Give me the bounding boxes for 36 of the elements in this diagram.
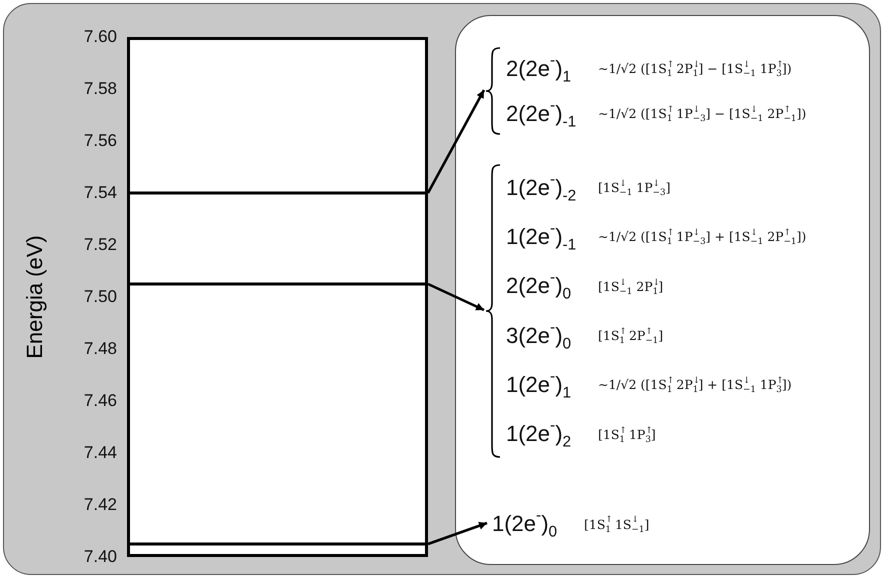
energy-level-line [127, 192, 428, 194]
wavefunction-expression: ~1/√2 ([1S$^{↑}$$_{1}$ 1P$^{↓}$$_{−3}$] + [1S$^{↓}$$_{−1}$ 2P$^{↑}$$_{−1}$]) [598, 229, 808, 244]
tick-label: 7.54 [84, 183, 117, 203]
wavefunction-expression: ~1/√2 ([1S$^{↑}$$_{1}$ 2P$^{↓}$$_{1}$] + [1S$^{↓}$$_{−1}$ 1P$^{↑}$$_{3}$]) [598, 377, 793, 392]
tick-label: 7.46 [84, 391, 117, 411]
wavefunction-expression: ~1/√2 ([1S$^{↑}$$_{1}$ 1P$^{↓}$$_{−3}$] − [1S$^{↓}$$_{−1}$ 2P$^{↑}$$_{−1}$]) [598, 106, 808, 121]
wavefunction-expression: ~1/√2 ([1S$^{↑}$$_{1}$ 2P$^{↓}$$_{1}$] − [1S$^{↓}$$_{−1}$ 1P$^{↑}$$_{3}$]) [598, 61, 793, 76]
wavefunction-expression: [1S$^{↑}$$_{1}$ 1P$^{↑}$$_{3}$] [598, 426, 657, 442]
tick-label: 7.60 [84, 27, 117, 47]
energy-level-line [127, 542, 428, 546]
state-label: 1(2e$^{-}$)$_{-1}$ [506, 224, 578, 250]
arrow [426, 89, 486, 194]
state-label: 2(2e$^{-}$)$_{-1}$ [506, 100, 578, 126]
energy-level-line [127, 282, 428, 286]
tick-label: 7.48 [84, 339, 117, 359]
arrow [427, 282, 485, 312]
wavefunction-expression: [1S$^{↑}$$_{1}$ 2P$^{↑}$$_{−1}$] [598, 328, 664, 344]
wavefunction-expression: [1S$^{↓}$$_{−1}$ 2P$^{↓}$$_{1}$] [598, 278, 664, 294]
state-label: 2(2e$^{-}$)$_{0}$ [506, 273, 572, 300]
tick-label: 7.58 [84, 79, 117, 99]
tick-label: 7.44 [84, 443, 117, 463]
axis-title: Energia (eV) [22, 235, 48, 359]
states-panel [455, 15, 870, 565]
state-label: 1(2e$^{-}$)$_{0}$ [492, 511, 558, 537]
tick-label: 7.56 [84, 131, 117, 151]
wavefunction-expression: [1S$^{↓}$$_{−1}$ 1P$^{↓}$$_{−3}$] [598, 180, 672, 196]
state-label: 3(2e$^{-}$)$_{0}$ [506, 322, 572, 349]
tick-label: 7.50 [84, 287, 117, 307]
state-label: 2(2e$^{-}$)$_{1}$ [506, 56, 572, 82]
tick-label: 7.52 [84, 235, 117, 255]
state-label: 1(2e$^{-}$)$_{1}$ [506, 372, 572, 398]
state-label: 1(2e$^{-}$)$_{2}$ [506, 421, 572, 448]
state-label: 1(2e$^{-}$)$_{-2}$ [506, 174, 578, 201]
tick-label: 7.42 [84, 495, 117, 515]
wavefunction-expression: [1S$^{↑}$$_{1}$ 1S$^{↓}$$_{−1}$] [584, 516, 650, 532]
tick-label: 7.40 [84, 547, 117, 567]
